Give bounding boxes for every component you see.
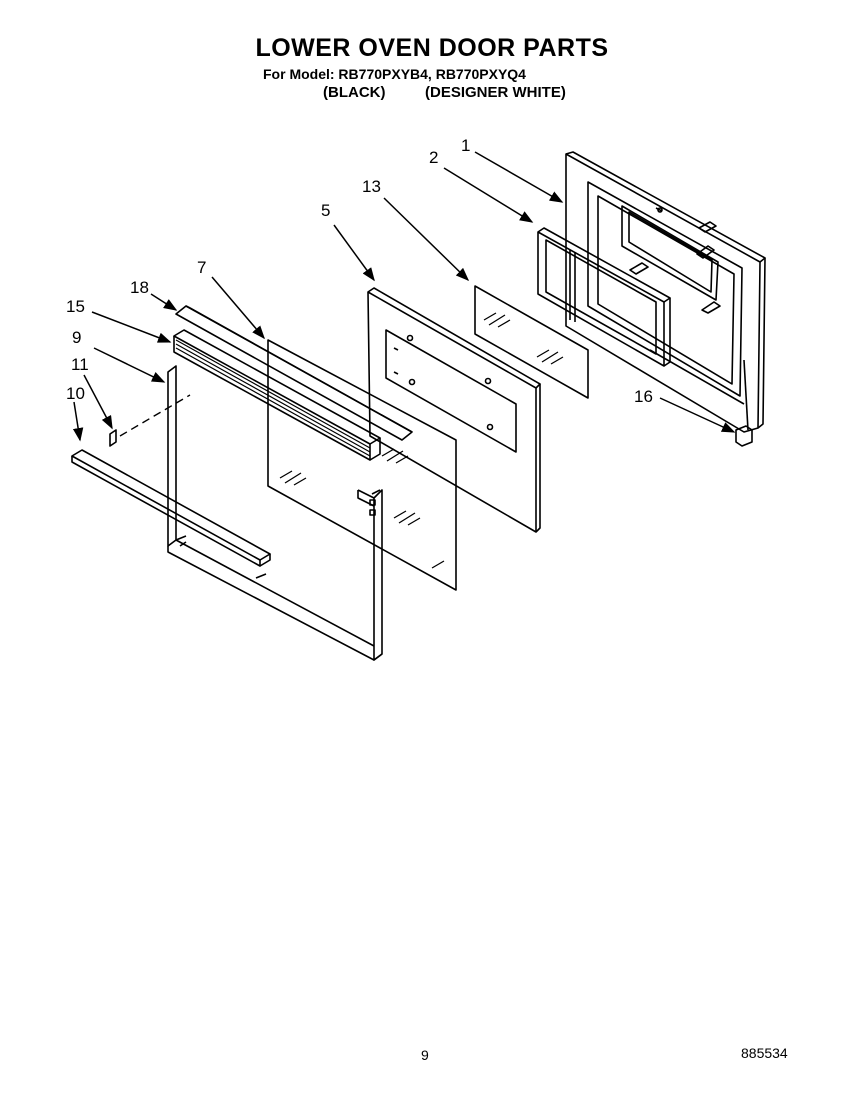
inner-door-liner-part-1 <box>565 151 766 433</box>
callout-9: 9 <box>72 328 82 347</box>
callout-15: 15 <box>66 297 85 316</box>
callout-7: 7 <box>197 258 207 277</box>
page-title: LOWER OVEN DOOR PARTS <box>255 34 609 62</box>
callout-18: 18 <box>130 278 149 297</box>
variant-black-label: (BLACK) <box>323 84 386 101</box>
callout-5: 5 <box>321 201 331 220</box>
leader-lines <box>72 151 736 442</box>
outer-glass-part-7 <box>267 339 457 591</box>
callout-16: 16 <box>634 387 653 406</box>
callout-2: 2 <box>429 148 439 167</box>
top-trim-part-15 <box>173 329 381 461</box>
variant-designer-white-label: (DESIGNER WHITE) <box>425 84 566 101</box>
glass-frame-part-5 <box>367 287 541 533</box>
document-number: 885534 <box>741 1045 788 1061</box>
callout-13: 13 <box>362 177 381 196</box>
model-numbers: For Model: RB770PXYB4, RB770PXYQ4 <box>263 66 526 82</box>
callout-1: 1 <box>461 136 471 155</box>
hinge-block-part-16 <box>735 425 753 447</box>
bottom-trim-part-10 <box>71 449 271 567</box>
spacer-plate-part-18 <box>175 305 413 441</box>
callout-10: 10 <box>66 384 85 403</box>
callout-11: 11 <box>71 355 89 374</box>
door-gasket-part-2 <box>537 227 671 367</box>
page-number: 9 <box>421 1047 429 1063</box>
outer-door-panel-part-9 <box>167 365 383 661</box>
inner-glass-part-13 <box>474 285 589 399</box>
alignment-line <box>119 394 191 437</box>
clip-part-11 <box>109 429 117 447</box>
